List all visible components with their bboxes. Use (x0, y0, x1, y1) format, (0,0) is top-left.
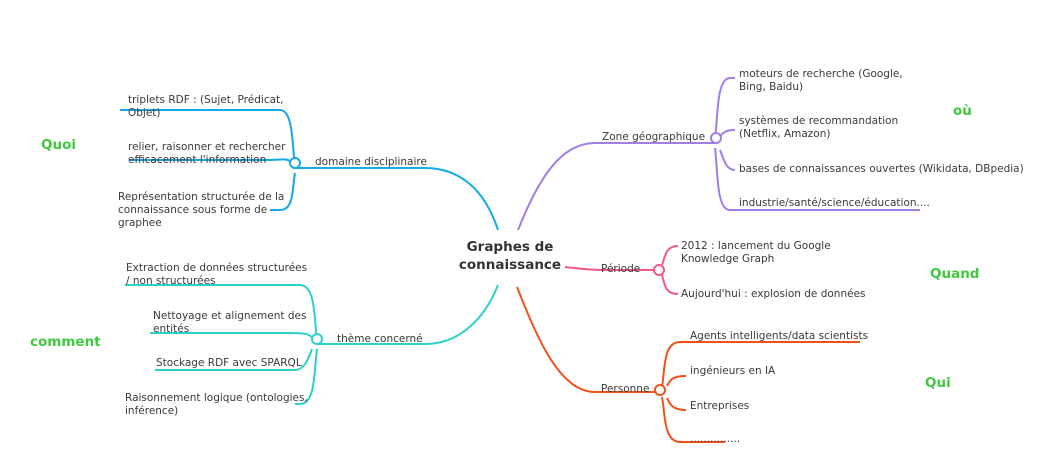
branch-periode (564, 266, 657, 271)
node-zone[interactable] (710, 132, 722, 144)
branch-label-periode[interactable]: Période (601, 263, 641, 275)
personne-child-ellipsis[interactable]: ............... (690, 433, 741, 445)
central-topic[interactable]: Graphes de connaissance (450, 238, 570, 274)
periode-children-lines (661, 245, 679, 295)
personne-child-agents[interactable]: Agents intelligents/data scientists (690, 330, 869, 342)
branch-label-personne[interactable]: Personne (601, 383, 650, 395)
zone-child-moteurs[interactable]: moteurs de recherche (Google, Bing, Baid… (739, 68, 903, 93)
theme-child-extraction[interactable]: Extraction de données structurées / non … (126, 262, 308, 287)
branch-label-theme[interactable]: thème concerné (337, 333, 423, 345)
branch-zone (517, 142, 715, 231)
theme-children-lines (125, 284, 318, 405)
zone-child-bases[interactable]: bases de connaissances ouvertes (Wikidat… (739, 163, 1024, 175)
question-qui: Qui (925, 375, 951, 391)
theme-child-stockage[interactable]: Stockage RDF avec SPARQL (156, 357, 302, 369)
domaine-child-triplets[interactable]: triplets RDF : (Sujet, Prédicat, Objet) (128, 94, 284, 119)
node-personne[interactable] (654, 384, 666, 396)
branch-label-zone[interactable]: Zone géographique (602, 131, 706, 143)
theme-child-raisonnement[interactable]: Raisonnement logique (ontologies, infére… (125, 392, 308, 417)
zone-children-lines (714, 77, 920, 211)
personne-children-lines (661, 341, 860, 443)
node-theme[interactable] (311, 333, 323, 345)
theme-child-nettoyage[interactable]: Nettoyage et alignement des entités (153, 310, 307, 335)
question-ou: où (953, 103, 972, 119)
zone-child-industrie[interactable]: industrie/santé/science/éducation.... (739, 197, 930, 209)
branch-personne (516, 286, 658, 393)
periode-child-2012[interactable]: 2012 : lancement du Google Knowledge Gra… (681, 240, 831, 265)
question-comment: comment (30, 334, 101, 350)
node-periode[interactable] (653, 264, 665, 276)
node-domaine[interactable] (289, 157, 301, 169)
domaine-child-relier[interactable]: relier, raisonner et rechercher efficace… (128, 141, 286, 166)
question-quoi: Quoi (41, 137, 76, 153)
branch-theme (317, 284, 499, 345)
domaine-child-representation[interactable]: Représentation structurée de la connaiss… (118, 191, 285, 229)
branch-label-domaine[interactable]: domaine disciplinaire (315, 156, 427, 168)
zone-child-systemes[interactable]: systèmes de recommandation (Netflix, Ama… (739, 115, 899, 140)
branch-domaine (295, 167, 499, 231)
periode-child-aujourdhui[interactable]: Aujourd'hui : explosion de données (681, 288, 866, 300)
central-topic-line1: Graphes de (466, 239, 554, 255)
central-topic-line2: connaissance (458, 257, 562, 273)
question-quand: Quand (930, 266, 980, 282)
personne-child-entreprises[interactable]: Entreprises (690, 400, 750, 412)
personne-child-ingenieurs[interactable]: ingénieurs en IA (690, 365, 776, 377)
